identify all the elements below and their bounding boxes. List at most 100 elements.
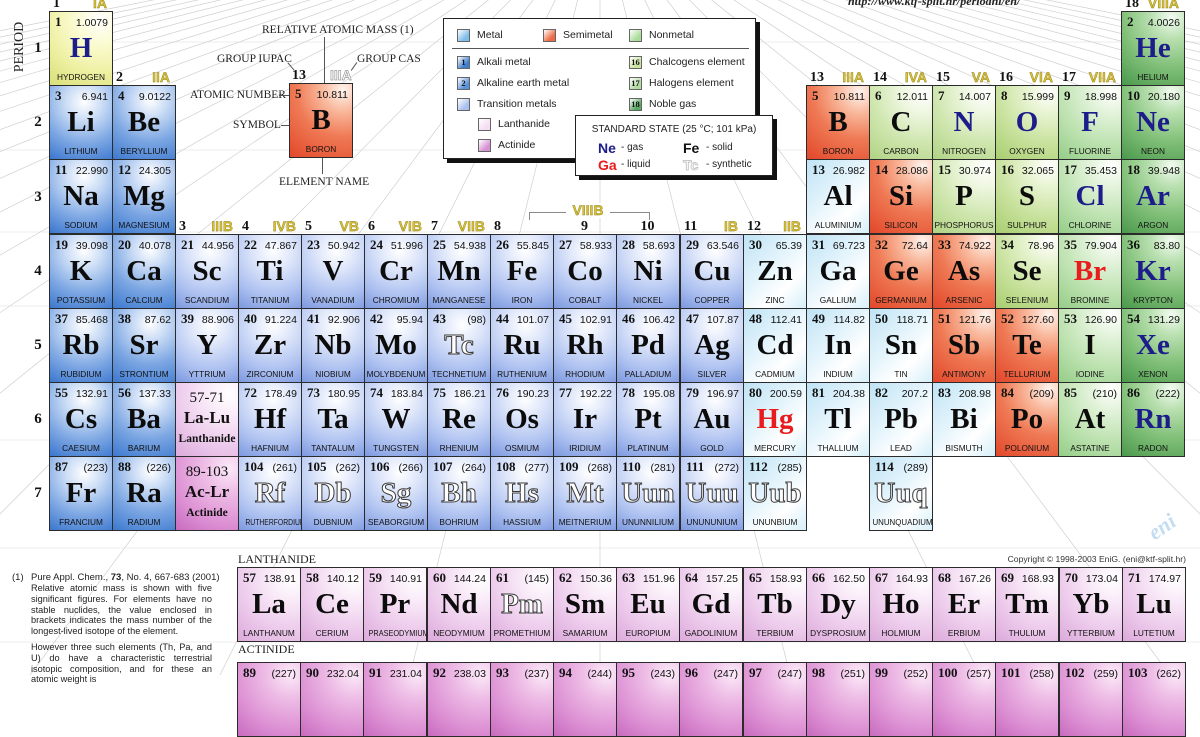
atomic-mass: (222) [1155,388,1180,400]
element-symbol: He [1135,32,1171,64]
legend-label: Semimetal [563,29,613,41]
atomic-number: 93 [496,665,509,680]
element-name: CHROMIUM [372,295,420,305]
element-symbol: Ni [633,255,663,287]
atomic-number: 79 [686,385,699,400]
element-name: NITROGEN [942,146,986,156]
element-symbol: I [1084,329,1096,361]
atomic-mass: (262) [335,462,360,474]
atomic-number: 87 [55,459,68,474]
group-iupac-number: 5 [305,219,312,234]
element-symbol: W [381,403,411,435]
atomic-mass: 186.21 [453,388,486,400]
atomic-mass: 79.904 [1084,240,1117,252]
atomic-mass: 4.0026 [1147,17,1180,29]
state-solid-label: - solid [706,142,733,153]
element-symbol: Al [823,180,853,212]
element-cell-103: 103(262) [1122,662,1186,737]
atomic-number: 61 [496,570,509,585]
legend-label: Halogens element [649,77,734,89]
group-cas-label: IVB [272,218,296,234]
footnote-ref-prefix: Pure Appl. Chem., [31,572,111,583]
atomic-number: 34 [1001,237,1014,252]
atomic-number: 91 [369,665,382,680]
atomic-mass: 208.98 [958,388,991,400]
alkali-swatch-icon: 1 [457,55,470,69]
atomic-mass: 44.956 [201,240,234,252]
atomic-number: 85 [1064,385,1077,400]
element-symbol: In [824,329,852,361]
atomic-mass: 69.723 [832,240,865,252]
group-iupac-number: 7 [431,219,438,234]
element-cell-95: 95(243) [616,662,680,737]
element-symbol: F [1081,106,1099,138]
atomic-mass: 232.04 [326,668,359,680]
element-name: SEABORGIUM [367,517,425,527]
key-label-relative-atomic-mass: RELATIVE ATOMIC MASS (1) [262,24,414,36]
atomic-mass: 72.64 [901,240,928,252]
state-synthetic-example: Tc [683,157,699,174]
series-symbols: La-Lu [183,408,231,427]
atomic-number: 15 [938,162,951,177]
element-symbol: Sb [947,329,981,361]
element-name: HOLMIUM [881,628,921,638]
key-label-symbol: SYMBOL [233,119,281,131]
element-symbol: Ag [694,329,730,361]
atomic-mass: 144.24 [453,573,486,585]
atomic-number: 20 [118,237,131,252]
atomic-number: 51 [938,311,951,326]
atomic-mass: 207.2 [901,388,928,400]
element-symbol: Os [505,403,539,435]
atomic-mass: 112.41 [770,314,802,326]
element-name: LITHIUM [64,146,98,156]
legend-item-noble-gas: 18 Noble gas [629,97,696,111]
element-symbol: As [947,255,981,287]
atomic-number: 68 [938,570,951,585]
atomic-mass: 74.922 [958,240,991,252]
footnote-ref-volume: 73 [110,572,122,583]
atomic-mass: (268) [587,462,612,474]
atomic-number: 82 [875,385,888,400]
atomic-number: 38 [118,311,131,326]
atomic-mass: 10.811 [316,89,348,101]
atomic-mass: (209) [1029,388,1054,400]
element-name: RHENIUM [439,443,479,453]
group-cas-label: IVA [904,69,927,85]
element-symbol: Li [67,106,95,138]
atomic-mass: 107.87 [706,314,739,326]
atomic-number: 10 [1127,88,1140,103]
atomic-number: 23 [307,237,320,252]
element-symbol: Ar [1136,180,1170,212]
element-name: OSMIUM [504,443,540,453]
atomic-mass: 20.180 [1147,91,1180,103]
atomic-mass: (227) [271,668,296,680]
element-name: BROMINE [1070,295,1110,305]
atomic-number: 45 [559,311,572,326]
element-name: LEAD [890,443,912,453]
atomic-number: 106 [370,459,390,474]
element-symbol: Pt [634,403,662,435]
atomic-mass: 164.93 [895,573,928,585]
group-iupac-number: 10 [640,219,655,234]
atomic-number: 59 [369,570,382,585]
element-symbol: Ho [882,588,920,620]
element-symbol: Pr [379,588,411,620]
element-name: COBALT [568,295,602,305]
atomic-mass: 195.08 [642,388,675,400]
atomic-mass: 162.50 [832,573,865,585]
atomic-number: 5 [812,88,819,103]
element-name: OXYGEN [1009,146,1045,156]
